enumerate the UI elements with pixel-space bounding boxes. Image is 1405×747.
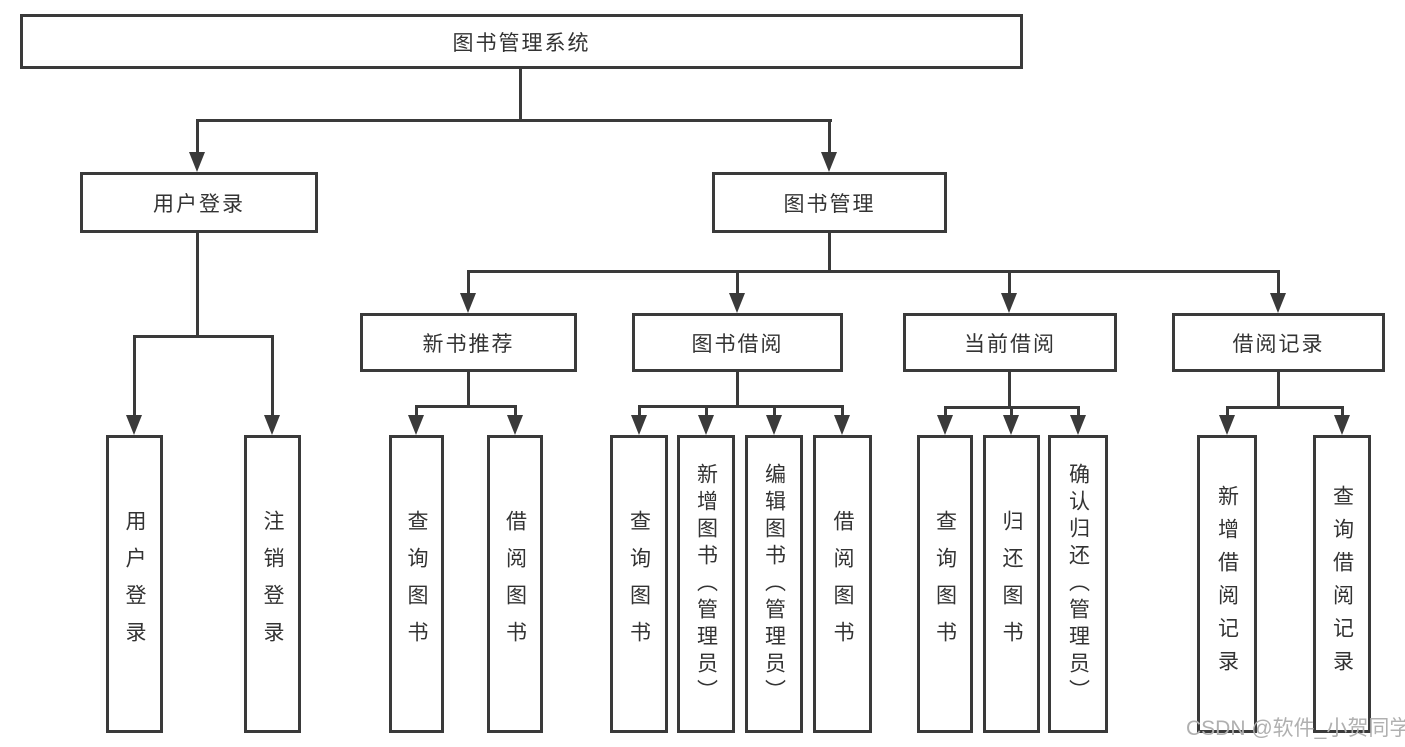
connector-line: [1277, 372, 1280, 409]
connector-line: [467, 372, 470, 408]
connector-line: [467, 270, 470, 295]
arrow-down-icon: [189, 152, 205, 172]
node-new-book-recommend: 新书推荐: [360, 313, 577, 372]
leaf-borrow-books-recommend: 借阅图书: [487, 435, 543, 733]
leaf-query-books-current: 查询图书: [917, 435, 973, 733]
connector-line: [828, 233, 831, 272]
arrow-down-icon: [766, 415, 782, 435]
node-label: 用户登录: [153, 192, 245, 216]
arrow-down-icon: [408, 415, 424, 435]
arrow-down-icon: [821, 152, 837, 172]
leaf-add-book-admin: 新增图书（管理员）: [677, 435, 735, 733]
leaf-label: 用户登录: [123, 510, 146, 658]
connector-line: [773, 405, 776, 417]
connector-line: [133, 335, 136, 417]
node-library-system: 图书管理系统: [20, 14, 1023, 69]
leaf-edit-book-admin: 编辑图书（管理员）: [745, 435, 803, 733]
arrow-down-icon: [937, 415, 953, 435]
leaf-return-books: 归还图书: [983, 435, 1040, 733]
leaf-label: 新增借阅记录: [1215, 485, 1239, 683]
connector-line: [196, 119, 199, 155]
leaf-query-borrow-record: 查询借阅记录: [1313, 435, 1371, 733]
connector-line: [1341, 406, 1344, 418]
leaf-label: 确认归还（管理员）: [1066, 462, 1090, 706]
arrow-down-icon: [1003, 415, 1019, 435]
connector-line: [705, 405, 708, 417]
connector-line: [736, 372, 739, 407]
connector-line: [638, 405, 844, 408]
leaf-label: 新增图书（管理员）: [694, 462, 718, 706]
node-label: 图书管理系统: [452, 31, 591, 55]
leaf-user-login: 用户登录: [106, 435, 163, 733]
leaf-add-borrow-record: 新增借阅记录: [1197, 435, 1257, 733]
leaf-label: 查询图书: [933, 510, 957, 658]
connector-line: [1010, 406, 1013, 418]
connector-line: [1226, 406, 1343, 409]
arrow-down-icon: [729, 293, 745, 313]
arrow-down-icon: [1270, 293, 1286, 313]
connector-line: [1008, 270, 1011, 295]
leaf-query-books-recommend: 查询图书: [389, 435, 444, 733]
leaf-label: 借阅图书: [503, 510, 527, 658]
leaf-logout: 注销登录: [244, 435, 301, 733]
leaf-label: 借阅图书: [831, 510, 854, 658]
node-label: 当前借阅: [964, 332, 1056, 356]
connector-line: [1277, 270, 1280, 295]
node-label: 借阅记录: [1232, 332, 1325, 356]
node-label: 新书推荐: [422, 332, 515, 356]
arrow-down-icon: [264, 415, 280, 435]
leaf-label: 编辑图书（管理员）: [762, 462, 786, 706]
leaf-label: 查询借阅记录: [1330, 485, 1354, 683]
connector-line: [133, 335, 274, 338]
arrow-down-icon: [460, 293, 476, 313]
node-label: 图书借阅: [691, 332, 784, 356]
arrow-down-icon: [1334, 415, 1350, 435]
arrow-down-icon: [834, 415, 850, 435]
connector-line: [415, 405, 418, 417]
node-book-borrow: 图书借阅: [632, 313, 843, 372]
connector-line: [271, 335, 274, 417]
watermark: CSDN @软件_小贺同学: [1186, 717, 1405, 740]
arrow-down-icon: [698, 415, 714, 435]
arrow-down-icon: [126, 415, 142, 435]
connector-line: [1008, 372, 1011, 409]
arrow-down-icon: [1070, 415, 1086, 435]
node-label: 图书管理: [783, 192, 876, 216]
connector-line: [196, 119, 832, 122]
connector-line: [519, 69, 522, 121]
leaf-label: 查询图书: [405, 510, 428, 658]
leaf-borrow-books: 借阅图书: [813, 435, 872, 733]
arrow-down-icon: [1219, 415, 1235, 435]
connector-line: [944, 406, 947, 418]
arrow-down-icon: [507, 415, 523, 435]
leaf-label: 注销登录: [261, 510, 284, 658]
connector-line: [467, 270, 1280, 273]
leaf-label: 归还图书: [1000, 510, 1023, 658]
connector-line: [828, 119, 831, 155]
leaf-confirm-return-admin: 确认归还（管理员）: [1048, 435, 1108, 733]
connector-line: [514, 405, 517, 417]
node-borrow-records: 借阅记录: [1172, 313, 1385, 372]
arrow-down-icon: [1001, 293, 1017, 313]
connector-line: [415, 405, 517, 408]
leaf-query-books-borrow: 查询图书: [610, 435, 668, 733]
connector-line: [841, 405, 844, 417]
connector-line: [1077, 406, 1080, 418]
connector-line: [1226, 406, 1229, 418]
connector-line: [736, 270, 739, 295]
leaf-label: 查询图书: [627, 510, 651, 658]
node-book-management: 图书管理: [712, 172, 947, 233]
node-current-borrow: 当前借阅: [903, 313, 1117, 372]
connector-line: [638, 405, 641, 417]
arrow-down-icon: [631, 415, 647, 435]
connector-line: [196, 233, 199, 337]
node-user-login: 用户登录: [80, 172, 318, 233]
